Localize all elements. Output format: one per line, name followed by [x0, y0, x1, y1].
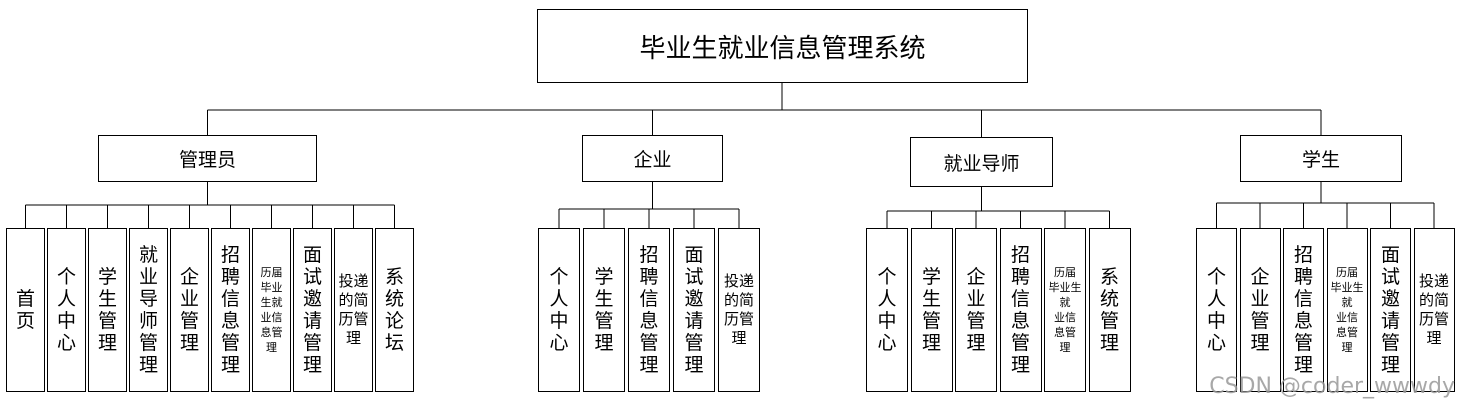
root-node: 毕业生就业信息管理系统	[537, 9, 1028, 83]
leaf-node: 投递的简历管理	[334, 228, 373, 392]
role-node-3: 学生	[1240, 135, 1402, 182]
leaf-node: 投递的简历管理	[718, 228, 760, 392]
leaf-node: 企业管理	[955, 228, 997, 392]
role-node-2: 就业导师	[910, 137, 1053, 187]
leaf-node: 首页	[6, 228, 45, 392]
leaf-node: 面试邀请管理	[673, 228, 715, 392]
leaf-node: 系统管理	[1088, 228, 1131, 392]
leaf-node: 就业导师管理	[129, 228, 168, 392]
leaf-node: 历届毕业生就业信息管理	[1326, 228, 1368, 392]
leaf-node: 招聘信息管理	[628, 228, 670, 392]
leaf-node: 招聘信息管理	[1283, 228, 1324, 392]
leaf-node: 企业管理	[1239, 228, 1281, 392]
watermark: CSDN @coder_wwwdy	[1209, 374, 1455, 399]
leaf-node: 历届毕业生就业信息管理	[1044, 228, 1086, 392]
leaf-node: 招聘信息管理	[999, 228, 1042, 392]
leaf-node: 系统论坛	[375, 228, 414, 392]
leaf-node: 学生管理	[88, 228, 127, 392]
leaf-node: 招聘信息管理	[211, 228, 250, 392]
leaf-node: 个人中心	[1196, 228, 1237, 392]
leaf-node: 个人中心	[538, 228, 580, 392]
leaf-node: 历届毕业生就业信息管理	[252, 228, 291, 392]
leaf-node: 面试邀请管理	[293, 228, 332, 392]
leaf-node: 企业管理	[170, 228, 209, 392]
leaf-node: 个人中心	[866, 228, 908, 392]
role-node-1: 企业	[582, 135, 723, 182]
leaf-node: 学生管理	[910, 228, 953, 392]
leaf-node: 投递的简历管理	[1413, 228, 1455, 392]
role-node-0: 管理员	[98, 135, 317, 182]
leaf-node: 面试邀请管理	[1370, 228, 1411, 392]
leaf-node: 个人中心	[47, 228, 86, 392]
leaf-node: 学生管理	[583, 228, 625, 392]
